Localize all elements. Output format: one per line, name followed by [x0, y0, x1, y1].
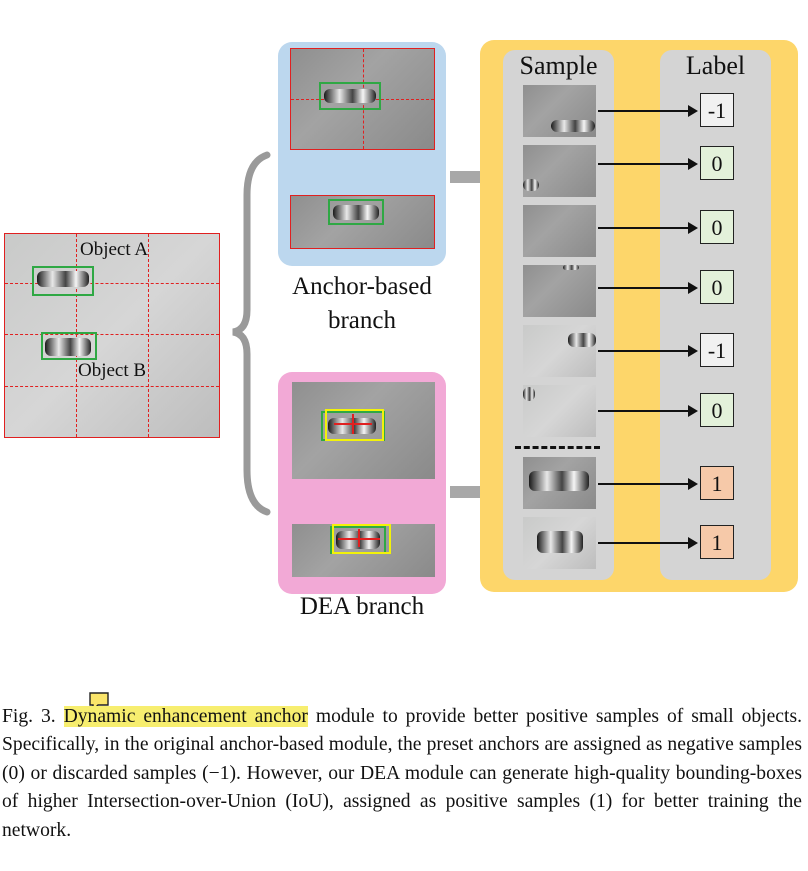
- anchor-image-1: [290, 48, 435, 150]
- dea-image-1: [292, 382, 435, 479]
- caption-highlight: Dynamic enhancement anchor: [63, 706, 308, 727]
- brace: [232, 151, 271, 516]
- arrow-head-icon: [688, 345, 698, 357]
- label-value-box: -1: [700, 333, 734, 367]
- sample-thumb: [523, 457, 596, 509]
- anchor-image-2: [290, 195, 435, 249]
- caption-prefix: Fig. 3.: [2, 706, 56, 727]
- sample-thumb: [523, 385, 596, 437]
- arrow-head-icon: [688, 282, 698, 294]
- arrow-head-icon: [688, 537, 698, 549]
- object-b-label: Object B: [78, 360, 147, 381]
- arrow-head-icon: [688, 222, 698, 234]
- sample-thumb: [523, 85, 596, 137]
- sample-to-label-arrow: [598, 287, 688, 289]
- label-header: Label: [685, 51, 746, 80]
- separator-dashes: [515, 446, 600, 449]
- label-value-box: 0: [700, 393, 734, 427]
- input-image: Object A Object B: [4, 233, 220, 438]
- sample-thumb: [523, 265, 596, 317]
- sample-to-label-arrow: [598, 410, 688, 412]
- sample-to-label-arrow: [598, 350, 688, 352]
- sample-thumb: [523, 325, 596, 377]
- object-b-anchor-box: [41, 332, 97, 360]
- object-a-label: Object A: [80, 239, 149, 260]
- sample-thumb: [523, 517, 596, 569]
- arrow-head-icon: [688, 405, 698, 417]
- label-value-box: 1: [700, 525, 734, 559]
- arrow-head-icon: [688, 105, 698, 117]
- sample-to-label-arrow: [598, 227, 688, 229]
- sample-to-label-arrow: [598, 483, 688, 485]
- label-value-box: 0: [700, 270, 734, 304]
- label-value-box: 0: [700, 146, 734, 180]
- label-value-box: 1: [700, 466, 734, 500]
- label-value-box: -1: [700, 93, 734, 127]
- sample-header: Sample: [519, 51, 598, 80]
- label-value-box: 0: [700, 210, 734, 244]
- object-a-anchor-box: [32, 266, 94, 296]
- sample-to-label-arrow: [598, 542, 688, 544]
- arrow-head-icon: [688, 158, 698, 170]
- sample-to-label-arrow: [598, 163, 688, 165]
- dea-image-2: [292, 524, 435, 577]
- sample-thumb: [523, 145, 596, 197]
- arrow-head-icon: [688, 478, 698, 490]
- anchor-branch-label: Anchor-based branch: [292, 273, 432, 334]
- sample-to-label-arrow: [598, 110, 688, 112]
- figure-caption: Fig. 3. Dynamic enhancement anchor modul…: [2, 703, 802, 845]
- sample-thumb: [523, 205, 596, 257]
- caption-text: module to provide better positive sample…: [2, 706, 802, 841]
- dea-branch-label: DEA branch: [299, 593, 425, 620]
